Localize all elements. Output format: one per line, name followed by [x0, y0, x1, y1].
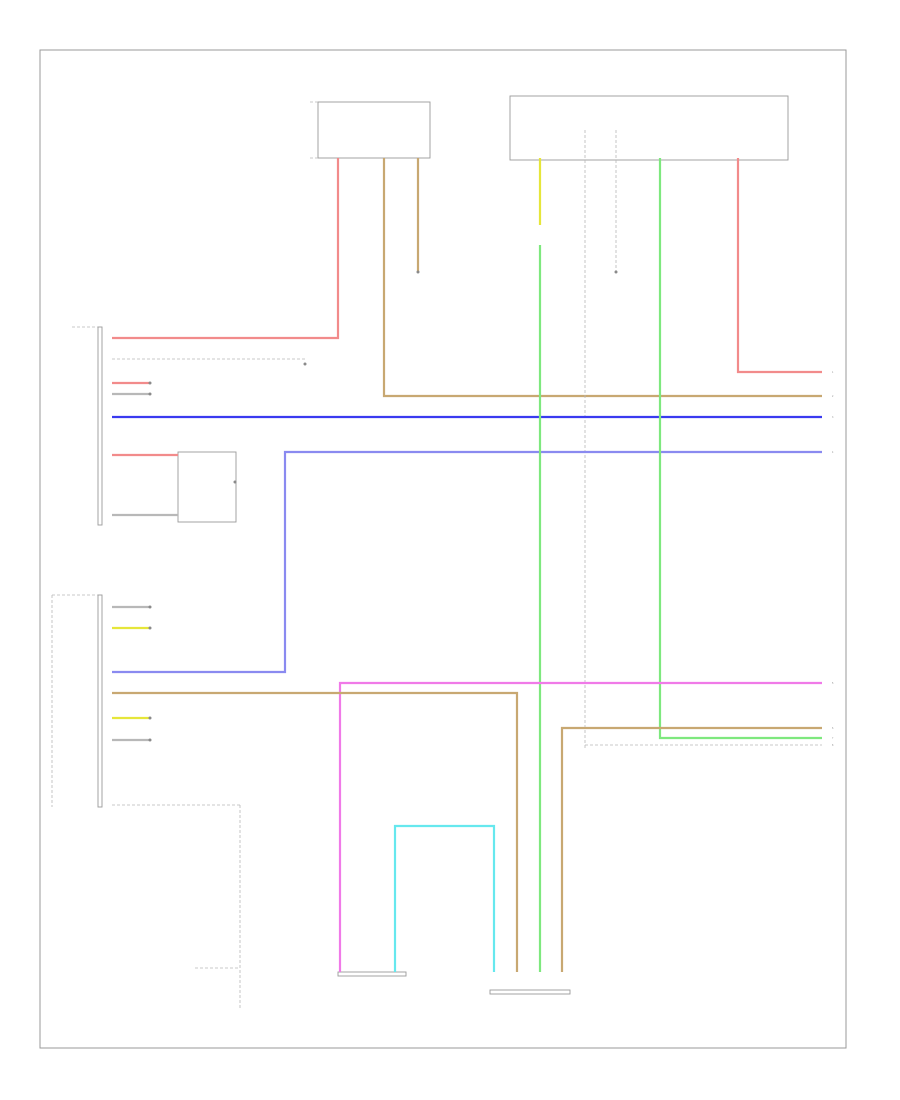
wire-magenta [338, 681, 822, 972]
svg-text:7: 7 [832, 737, 834, 740]
dlc3-box [489, 989, 571, 995]
junction-connector-box [177, 451, 237, 523]
wire-cyan [393, 824, 496, 972]
svg-text:1: 1 [832, 371, 834, 374]
svg-text:3: 3 [832, 416, 834, 419]
instrument-panel-jb-box [509, 95, 789, 161]
svg-text:2: 2 [832, 395, 834, 398]
wire-red-engine-relay [112, 158, 340, 340]
front-driver-seat-ecu-box [337, 971, 407, 977]
engine-room-relay-box [317, 101, 431, 159]
wire-green-right [658, 158, 822, 740]
svg-text:4: 4 [832, 451, 834, 454]
wire-tan-right-lower [560, 726, 822, 972]
wire-lightblue [112, 450, 822, 674]
edge-terminals: 1 2 3 4 5 6 7 8 [832, 371, 834, 747]
diagram-frame [39, 49, 847, 1049]
connector-dots [148, 270, 618, 742]
wire-tan-top [382, 158, 822, 398]
wire-tan-left-ecu [112, 691, 519, 972]
wire-red-right [736, 158, 822, 374]
svg-text:6: 6 [832, 727, 834, 730]
svg-text:8: 8 [832, 744, 834, 747]
svg-text:5: 5 [832, 682, 834, 685]
left-rear-body-ecu-edge [97, 594, 103, 808]
right-rear-body-ecu-edge [97, 326, 103, 526]
